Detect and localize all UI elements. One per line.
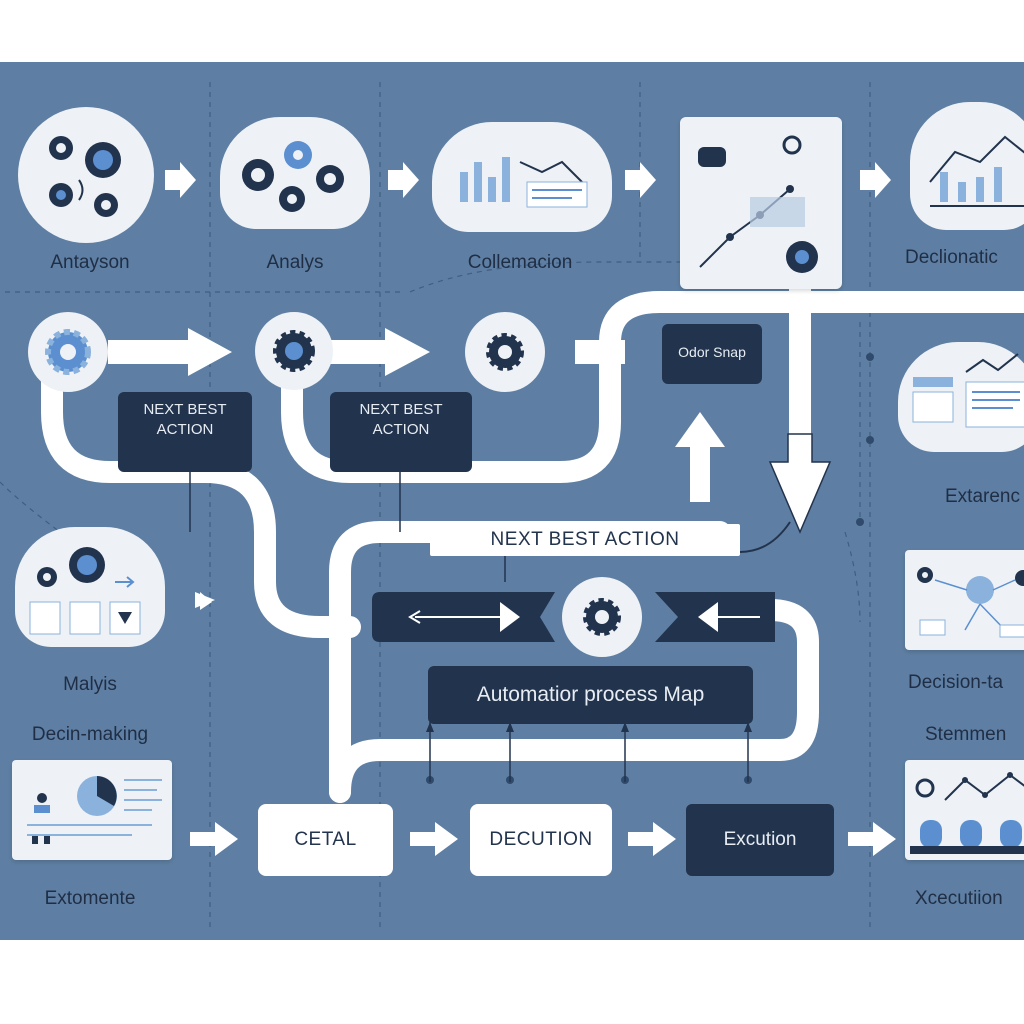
gear-icon: [583, 598, 621, 636]
left-label-1: Malyis: [63, 674, 117, 695]
color-snap-tag: Odor Snap: [662, 324, 762, 384]
team-card-icon: [905, 760, 1024, 860]
next-best-action-tag-1: NEXT BEST ACTION: [118, 392, 252, 472]
left-label-2: Decin-making: [31, 724, 149, 745]
gear-circle-1: [28, 312, 108, 392]
right-label-1: Extarenc: [945, 486, 1020, 507]
report-card-icon: [12, 760, 172, 860]
trend-card-icon: [680, 117, 842, 289]
next-best-action-banner: NEXT BEST ACTION: [430, 524, 740, 556]
network-card-icon: [905, 550, 1024, 650]
tag-line-1: NEXT BEST: [143, 401, 227, 418]
flow-box-excution: Excution: [686, 804, 834, 876]
automation-process-map-label: Automatior process Map: [428, 666, 753, 724]
right-label-2: Decision-ta: [908, 672, 1004, 693]
stage-label-3: Collemacion: [467, 252, 573, 273]
center-gear-circle: [562, 577, 642, 657]
next-best-action-tag-2: NEXT BEST ACTION: [330, 392, 472, 472]
gears-cluster-icon: [18, 107, 154, 243]
flow-box-decution: DECUTION: [470, 804, 612, 876]
left-label-3: Extomente: [44, 888, 136, 909]
gears-cloud-icon: [220, 117, 370, 229]
tag-line-2: ACTION: [156, 421, 214, 438]
tag-line-1: NEXT BEST: [359, 401, 443, 418]
dashboard-cloud-icon: [910, 102, 1024, 230]
gear-icon: [45, 329, 91, 375]
analysis-cloud-icon: [15, 527, 165, 647]
gear-circle-3: [465, 312, 545, 392]
gear-circle-2: [255, 312, 333, 390]
stage-label-4: Declionatic: [905, 247, 998, 268]
gear-icon: [486, 333, 524, 371]
document-cloud-icon: [898, 342, 1024, 452]
right-label-3: Stemmen: [925, 724, 1007, 745]
flow-box-cetal: CETAL: [258, 804, 393, 876]
tag-line-2: ACTION: [372, 421, 430, 438]
stage-label-1: Antayson: [50, 252, 130, 273]
gear-icon: [273, 330, 315, 372]
right-label-4: Xcecutiion: [915, 888, 1003, 909]
chart-cloud-icon: [432, 122, 612, 232]
diagram-panel: Antayson Analys Collemacion: [0, 62, 1024, 940]
stage-label-2: Analys: [266, 252, 324, 273]
